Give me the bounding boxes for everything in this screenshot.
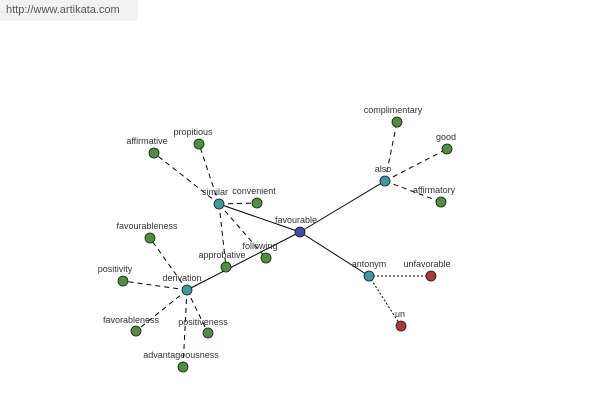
node-label-affirmatory: affirmatory	[413, 185, 456, 195]
edge-similar-following	[218, 203, 267, 259]
node-unfavorable[interactable]: unfavorable	[403, 259, 451, 282]
node-label-complimentary: complimentary	[364, 105, 423, 115]
node-dot-affirmative[interactable]	[148, 147, 160, 159]
node-following[interactable]: following	[242, 241, 278, 264]
node-label-affirmative: affirmative	[126, 136, 167, 146]
node-label-propitious: propitious	[173, 127, 213, 137]
node-label-unfavorable: unfavorable	[403, 259, 450, 269]
node-dot-positivity[interactable]	[117, 275, 129, 287]
node-label-approbative: approbative	[198, 250, 245, 260]
edge-derivation-advantageousness	[182, 289, 188, 368]
node-derivation[interactable]: derivation	[162, 273, 202, 296]
node-dot-derivation[interactable]	[181, 284, 193, 296]
edge-similar-propitious	[198, 143, 220, 205]
node-dot-following[interactable]	[260, 252, 272, 264]
node-antonym[interactable]: antonym	[352, 259, 387, 282]
node-good[interactable]: good	[436, 132, 456, 155]
node-also[interactable]: also	[375, 164, 392, 187]
edge-favourable-antonym	[299, 231, 370, 277]
node-favourable[interactable]: favourable	[275, 215, 317, 238]
node-convenient[interactable]: convenient	[232, 186, 276, 209]
node-label-derivation: derivation	[162, 273, 201, 283]
node-dot-complimentary[interactable]	[391, 116, 403, 128]
node-complimentary[interactable]: complimentary	[364, 105, 423, 128]
node-label-positivity: positivity	[98, 264, 133, 274]
edge-layer	[122, 121, 448, 368]
node-layer: favourable similar derivation also antonym af…	[98, 105, 456, 373]
node-dot-also[interactable]	[379, 175, 391, 187]
node-label-also: also	[375, 164, 392, 174]
edge-also-complimentary	[384, 121, 398, 182]
node-favourableness[interactable]: favourableness	[116, 221, 178, 244]
node-un[interactable]: un	[395, 309, 407, 332]
node-label-antonym: antonym	[352, 259, 387, 269]
node-dot-favourable[interactable]	[294, 226, 306, 238]
node-label-advantageousness: advantageousness	[143, 350, 219, 360]
node-label-convenient: convenient	[232, 186, 276, 196]
edge-similar-approbative	[218, 203, 227, 268]
node-dot-un[interactable]	[395, 320, 407, 332]
edge-antonym-un	[368, 275, 402, 327]
node-dot-antonym[interactable]	[363, 270, 375, 282]
node-label-positiveness: positiveness	[178, 317, 228, 327]
node-dot-favorableness[interactable]	[130, 325, 142, 337]
node-advantageousness[interactable]: advantageousness	[143, 350, 219, 373]
edge-favourable-derivation	[186, 231, 301, 291]
node-dot-unfavorable[interactable]	[425, 270, 437, 282]
node-propitious[interactable]: propitious	[173, 127, 213, 150]
node-dot-good[interactable]	[441, 143, 453, 155]
edge-also-good	[384, 148, 448, 182]
edge-derivation-favourableness	[149, 237, 188, 291]
node-label-favorableness: favorableness	[103, 315, 160, 325]
node-affirmatory[interactable]: affirmatory	[413, 185, 456, 208]
edge-favourable-similar	[218, 203, 301, 233]
node-similar[interactable]: similar	[202, 187, 228, 210]
edge-derivation-positiveness	[186, 289, 209, 334]
node-positivity[interactable]: positivity	[98, 264, 133, 287]
node-approbative[interactable]: approbative	[198, 250, 246, 273]
node-label-following: following	[242, 241, 277, 251]
node-affirmative[interactable]: affirmative	[126, 136, 168, 159]
edge-derivation-positivity	[122, 280, 188, 291]
node-label-favourableness: favourableness	[116, 221, 178, 231]
edge-favourable-also	[299, 180, 386, 233]
edge-similar-affirmative	[153, 152, 220, 205]
node-dot-positiveness[interactable]	[202, 327, 214, 339]
node-dot-favourableness[interactable]	[144, 232, 156, 244]
node-dot-propitious[interactable]	[193, 138, 205, 150]
edge-derivation-favorableness	[135, 289, 188, 332]
node-favorableness[interactable]: favorableness	[103, 315, 160, 337]
node-label-good: good	[436, 132, 456, 142]
node-dot-approbative[interactable]	[220, 261, 232, 273]
edge-similar-convenient	[218, 202, 258, 205]
edge-also-affirmatory	[384, 180, 442, 203]
node-positiveness[interactable]: positiveness	[178, 317, 228, 339]
node-label-similar: similar	[202, 187, 228, 197]
node-label-un: un	[395, 309, 405, 319]
node-dot-advantageousness[interactable]	[177, 361, 189, 373]
node-dot-affirmatory[interactable]	[435, 196, 447, 208]
node-dot-convenient[interactable]	[251, 197, 263, 209]
node-label-favourable: favourable	[275, 215, 317, 225]
node-dot-similar[interactable]	[213, 198, 225, 210]
watermark-url: http://www.artikata.com	[0, 0, 138, 21]
